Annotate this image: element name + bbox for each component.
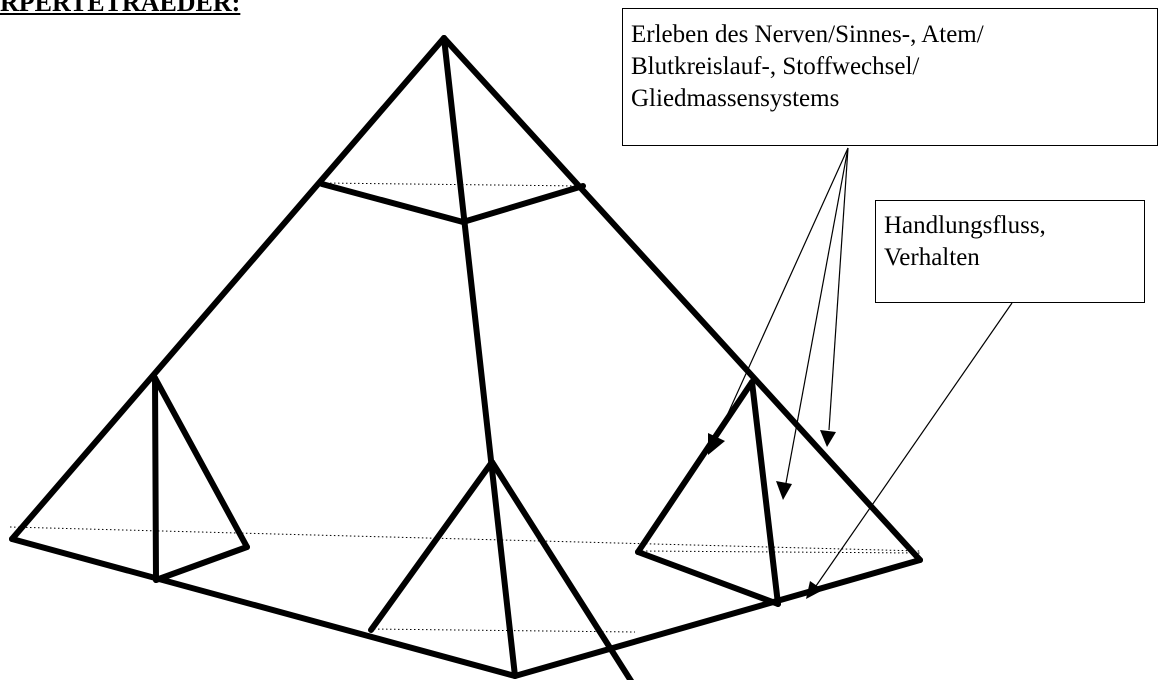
handlung-arrow — [815, 302, 1013, 587]
handlung-arrowhead — [806, 581, 823, 599]
top-tetra-left-edge — [319, 181, 466, 225]
erleben-label-box: Erleben des Nerven/Sinnes-, Atem/ Blutkr… — [622, 8, 1158, 146]
erleben-arrow-left — [715, 147, 849, 441]
center-tetra-hidden-line — [369, 628, 636, 633]
erleben-arrow-middle — [785, 147, 849, 484]
handlung-label-line: Handlungsfluss, — [884, 212, 1046, 239]
main-base-right — [512, 557, 923, 679]
hidden-base-line — [9, 526, 921, 552]
top-tetra-right-edge — [460, 183, 586, 225]
center-tetra-right-edge — [489, 459, 635, 680]
center-tetra-left-edge — [368, 459, 495, 633]
top-tetra-hidden-line — [321, 182, 583, 187]
right-tetra-hidden-line — [637, 550, 921, 554]
erleben-label-line: Erleben des Nerven/Sinnes-, Atem/ — [631, 21, 984, 48]
left-tetra-right-edge — [152, 375, 250, 550]
left-tetra-base-edge — [153, 544, 250, 583]
erleben-arrow-right — [828, 147, 849, 431]
right-tetra-base-edge — [635, 549, 781, 607]
diagram-title: RPERTETRAEDER: — [0, 0, 241, 17]
left-tetra-vertical-edge — [152, 375, 159, 583]
erleben-arrowhead-middle — [776, 481, 792, 500]
handlung-label-line: Verhalten — [884, 244, 980, 271]
main-front-edge — [441, 35, 518, 679]
right-tetra-vertical-edge — [749, 379, 781, 607]
erleben-label-line: Gliedmassensystems — [631, 85, 840, 112]
erleben-arrowhead-right — [820, 430, 836, 447]
handlung-label-box: Handlungsfluss, Verhalten — [875, 200, 1145, 303]
main-right-edge — [441, 35, 923, 563]
erleben-arrowhead-left — [708, 433, 725, 455]
main-left-edge — [9, 35, 447, 542]
right-tetra-left-edge — [635, 379, 755, 555]
erleben-label-line: Blutkreislauf-, Stoffwechsel/ — [631, 53, 920, 80]
main-base-left — [9, 536, 518, 679]
